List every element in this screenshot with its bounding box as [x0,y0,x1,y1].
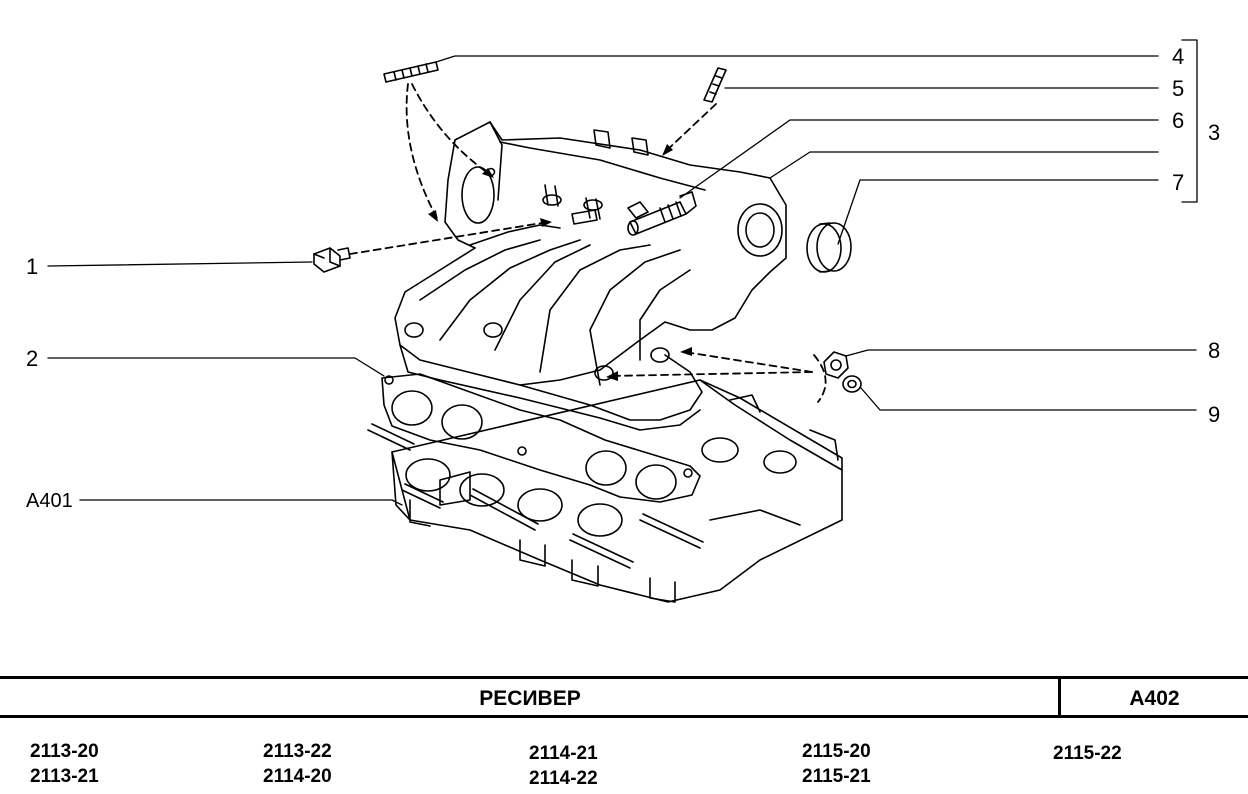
section-title: РЕСИВЕР [479,687,581,710]
section-code: A402 [1129,687,1180,710]
stud-5-part [703,67,727,103]
callout-9: 9 [1208,402,1221,427]
washer-9-part [842,375,862,393]
model-code: 2115-22 [1053,743,1122,764]
model-code: 2113-22 [263,741,332,762]
callout-6: 6 [1172,108,1185,133]
fitting-6-part [627,191,697,236]
callout-8: 8 [1208,338,1221,363]
gasket-part [381,373,701,503]
assembly-arrowheads [428,144,692,381]
model-code: 2115-21 [802,766,871,787]
title-block: РЕСИВЕР A402 [0,676,1248,718]
intake-manifold-diagram [47,39,1198,603]
model-code: 2115-20 [802,741,871,762]
nut-8-part [823,351,849,379]
model-code: 2113-20 [30,741,99,762]
intake-receiver-part [394,121,787,431]
model-code: 2114-20 [263,766,332,787]
stud-4-part [383,61,439,83]
model-code: 2114-21 [529,743,598,764]
callout-2: 2 [26,346,39,371]
model-code: 2114-22 [529,768,598,789]
cylinder-head-part [367,379,843,603]
leader-lines [47,39,1198,506]
assembly-dashed-lines [349,83,827,403]
model-code: 2113-21 [30,766,99,787]
title-divider [1058,679,1061,715]
callout-a401: A401 [26,490,73,512]
seal-ring-7-part [806,222,852,273]
callout-7: 7 [1172,170,1185,195]
callout-5: 5 [1172,76,1185,101]
callout-3: 3 [1208,120,1221,145]
bolt-1-part [313,247,351,273]
callout-1: 1 [26,254,39,279]
callout-4: 4 [1172,44,1185,69]
